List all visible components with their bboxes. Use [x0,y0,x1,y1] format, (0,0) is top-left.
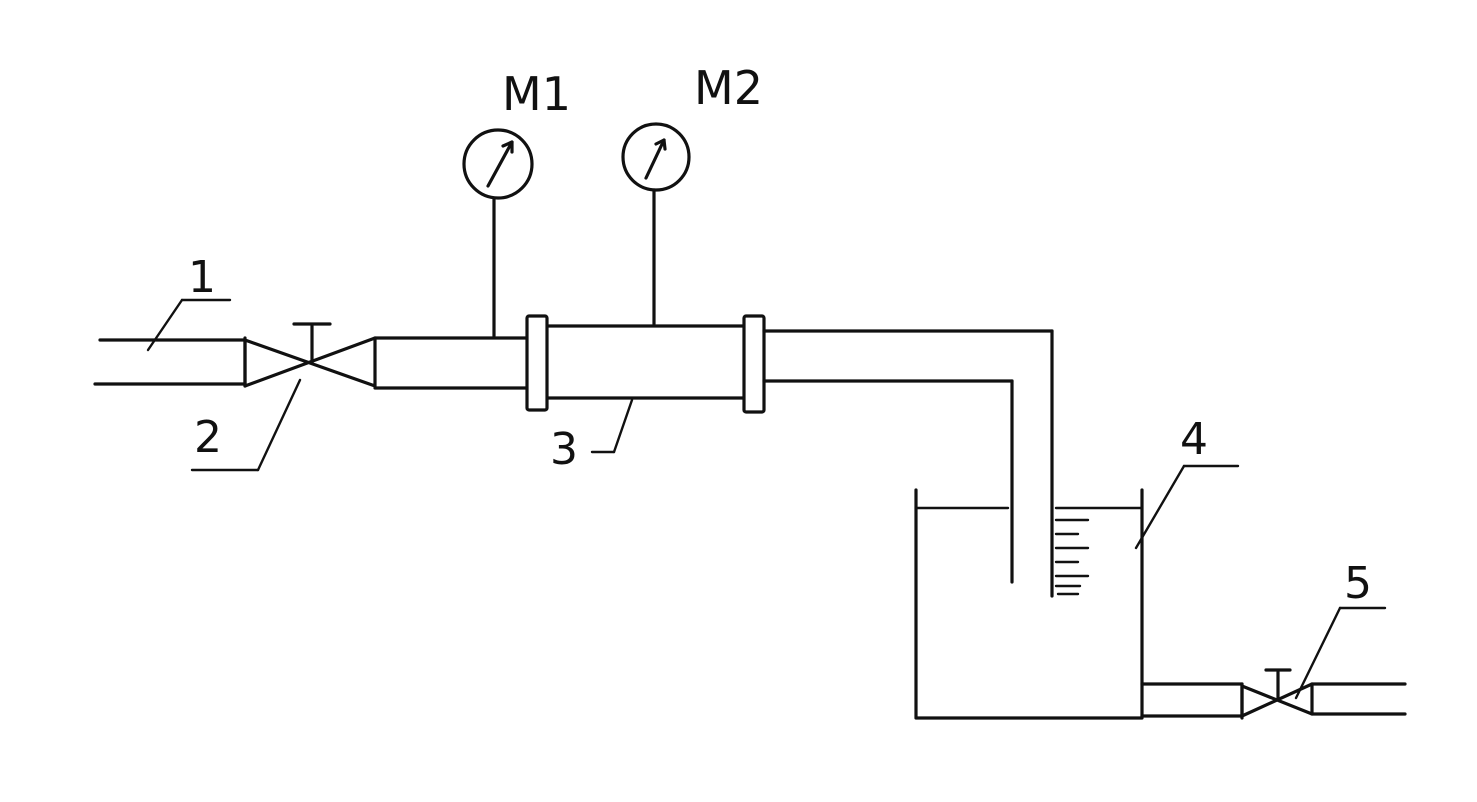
flange-right [742,314,766,414]
pressure-gauge-m1 [462,128,534,338]
inlet-valve [243,322,377,388]
label-m1: M1 [502,67,571,121]
drain-pipe [1140,682,1407,718]
tank-level-scale [1054,518,1090,596]
pressure-gauge-m2 [621,122,691,326]
flange-left [525,314,549,412]
measuring-tank [914,488,1144,720]
label-2: 2 [194,412,222,463]
label-4: 4 [1180,414,1208,465]
outlet-pipe [762,329,1054,598]
label-3: 3 [550,424,578,475]
label-m2: M2 [694,61,763,115]
leader-lines [146,298,1387,700]
drain-valve [1240,668,1314,720]
label-1: 1 [188,252,216,303]
inlet-pipe [93,338,247,386]
connecting-pipe [373,336,530,390]
label-5: 5 [1344,558,1372,609]
test-section-pipe [546,324,747,400]
